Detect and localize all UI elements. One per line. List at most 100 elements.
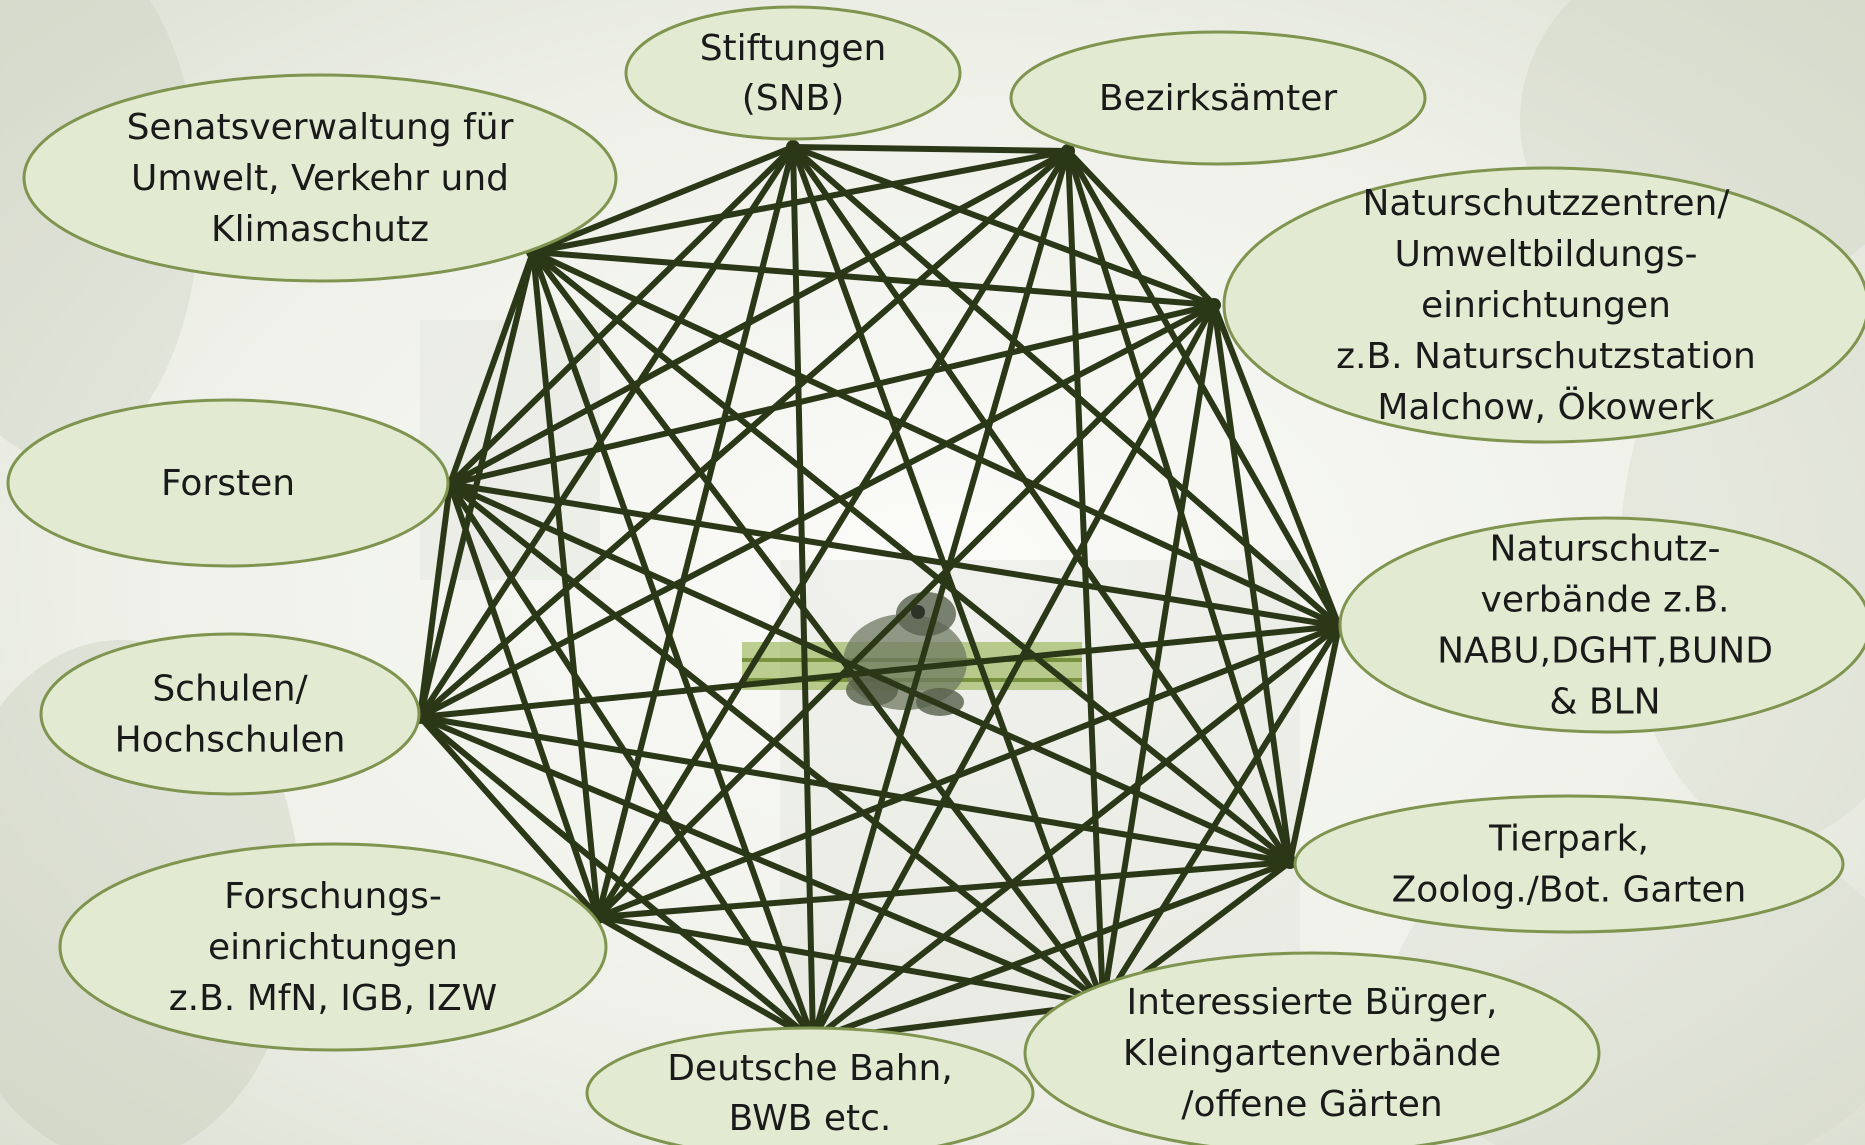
edge-schulen-tierpark [417, 714, 1293, 865]
edge-naturschutzverbaende-buerger [1100, 623, 1342, 1007]
edge-senatsverwaltung-schulen [417, 249, 536, 720]
edge-forsten-naturschutzverbaende [447, 481, 1342, 629]
stakeholder-nodes: Stiftungen(SNB)BezirksämterSenatsverwalt… [6, 5, 1865, 1145]
node-label-buerger-line-0: Interessierte Bürger, [1127, 982, 1498, 1023]
edge-schulen-buerger [417, 714, 1106, 1007]
edge-stiftungen-forschung [595, 144, 796, 920]
edge-senatsverwaltung-naturschutzzentren [530, 249, 1217, 308]
edge-bezirksaemter-schulen [417, 148, 1071, 720]
edge-stiftungen-tierpark [790, 144, 1293, 865]
node-label-buerger-line-2: /offene Gärten [1181, 1084, 1442, 1125]
hub-point-stiftungen [786, 140, 800, 154]
edge-tierpark-bahn [810, 859, 1293, 1043]
edge-senatsverwaltung-bahn [530, 249, 816, 1043]
node-schulen: Schulen/Hochschulen [39, 632, 421, 796]
node-label-stiftungen-line-0: Stiftungen [700, 28, 887, 69]
node-label-naturschutzzentren-line-3: z.B. Naturschutzstation [1336, 336, 1756, 377]
node-label-naturschutzverbaende-line-1: verbände z.B. [1481, 580, 1730, 621]
edge-schulen-bahn [417, 714, 816, 1043]
node-stiftungen: Stiftungen (SNB) [624, 5, 962, 141]
node-label-bezirksaemter-line-0: Bezirksämter [1099, 78, 1338, 119]
edge-senatsverwaltung-naturschutzverbaende [530, 249, 1342, 629]
edge-naturschutzzentren-naturschutzverbaende [1211, 302, 1342, 629]
node-bezirksaemter: Bezirksämter [1009, 30, 1427, 166]
node-label-naturschutzzentren-line-2: einrichtungen [1421, 285, 1671, 326]
edge-forsten-buerger [447, 481, 1106, 1007]
node-buerger: Interessierte Bürger, Kleingartenverbände… [1023, 951, 1601, 1145]
node-label-naturschutzzentren-line-0: Naturschutzzentren/ [1363, 183, 1731, 224]
edge-stiftungen-senatsverwaltung [530, 144, 796, 255]
node-label-naturschutzverbaende-line-2: NABU,DGHT,BUND [1437, 631, 1773, 672]
node-label-tierpark-line-0: Tierpark, [1488, 819, 1649, 860]
node-ellipse-stiftungen [624, 5, 962, 141]
node-label-naturschutzverbaende-line-0: Naturschutz- [1490, 529, 1721, 570]
edge-forsten-schulen [417, 481, 453, 720]
node-label-schulen-line-0: Schulen/ [152, 669, 308, 710]
node-ellipse-forsten [6, 398, 450, 568]
edge-bezirksaemter-bahn [810, 148, 1071, 1043]
edge-naturschutzverbaende-schulen [417, 623, 1342, 720]
hub-point-bezirksaemter [1061, 144, 1075, 158]
edge-naturschutzzentren-schulen [417, 302, 1217, 720]
node-label-senatsverwaltung-line-2: Klimaschutz [211, 209, 429, 250]
hub-point-tierpark [1283, 855, 1297, 869]
edge-stiftungen-naturschutzzentren [790, 144, 1217, 308]
edge-forschung-bahn [595, 914, 816, 1043]
edge-tierpark-forschung [595, 859, 1293, 920]
node-label-bahn-line-0: Deutsche Bahn, [667, 1048, 953, 1089]
node-label-forsten-line-0: Forsten [161, 463, 295, 504]
node-label-naturschutzverbaende-line-3: & BLN [1549, 682, 1660, 723]
node-label-senatsverwaltung-line-1: Umwelt, Verkehr und [131, 158, 509, 199]
node-label-tierpark-line-1: Zoolog./Bot. Garten [1392, 870, 1747, 911]
node-ellipse-tierpark [1293, 794, 1845, 934]
node-label-stiftungen-line-1: (SNB) [742, 78, 845, 119]
edge-senatsverwaltung-forsten [447, 249, 536, 487]
node-ellipse-naturschutzzentren [1222, 166, 1865, 444]
edge-stiftungen-schulen [417, 144, 796, 720]
node-label-naturschutzzentren-line-1: Umweltbildungs- [1394, 234, 1697, 275]
node-label-forschung-line-0: Forschungs- [224, 876, 442, 917]
node-bahn: Deutsche Bahn, BWB etc. [585, 1026, 1035, 1145]
edge-naturschutzzentren-forsten [447, 302, 1217, 487]
node-forschung: Forschungs-einrichtungen z.B. MfN, IGB, I… [58, 842, 608, 1052]
edge-stiftungen-bezirksaemter [790, 144, 1071, 154]
node-label-buerger-line-1: Kleingartenverbände [1123, 1033, 1501, 1074]
edge-bezirksaemter-naturschutzzentren [1065, 148, 1217, 308]
node-ellipse-naturschutzverbaende [1338, 516, 1865, 734]
edge-stiftungen-forsten [447, 144, 796, 487]
edge-naturschutzzentren-forschung [595, 302, 1217, 920]
hub-point-naturschutzzentren [1207, 298, 1221, 312]
edge-forschung-buerger [595, 914, 1106, 1007]
edge-naturschutzzentren-tierpark [1211, 302, 1293, 865]
node-label-bahn-line-1: BWB etc. [729, 1098, 892, 1139]
edge-naturschutzverbaende-forschung [595, 623, 1342, 920]
node-label-senatsverwaltung-line-0: Senatsverwaltung für [127, 107, 514, 148]
node-ellipse-bahn [585, 1026, 1035, 1145]
node-label-schulen-line-1: Hochschulen [115, 720, 346, 761]
edge-forsten-bahn [447, 481, 816, 1043]
node-ellipse-bezirksaemter [1009, 30, 1427, 166]
node-label-forschung-line-1: einrichtungen [208, 927, 458, 968]
edge-bezirksaemter-senatsverwaltung [530, 148, 1071, 255]
node-label-naturschutzzentren-line-4: Malchow, Ökowerk [1377, 386, 1714, 428]
connection-lines [417, 144, 1342, 1043]
node-ellipse-schulen [39, 632, 421, 796]
edge-bezirksaemter-forschung [595, 148, 1071, 920]
edge-naturschutzzentren-bahn [810, 302, 1217, 1043]
node-label-forschung-line-2: z.B. MfN, IGB, IZW [169, 978, 497, 1019]
edge-naturschutzzentren-buerger [1100, 302, 1217, 1007]
edge-senatsverwaltung-buerger [530, 249, 1106, 1007]
node-forsten: Forsten [6, 398, 450, 568]
node-naturschutzverbaende: Naturschutz-verbände z.B. NABU,DGHT,BUND &… [1338, 516, 1865, 734]
node-ellipse-senatsverwaltung [22, 73, 618, 283]
node-ellipse-forschung [58, 842, 608, 1052]
node-naturschutzzentren: Naturschutzzentren/Umweltbildungs-einric… [1222, 166, 1865, 444]
node-tierpark: Tierpark, Zoolog./Bot. Garten [1293, 794, 1845, 934]
edge-senatsverwaltung-forschung [530, 249, 601, 920]
edge-naturschutzverbaende-tierpark [1287, 623, 1342, 865]
edge-schulen-forschung [417, 714, 601, 920]
node-ellipse-buerger [1023, 951, 1601, 1145]
